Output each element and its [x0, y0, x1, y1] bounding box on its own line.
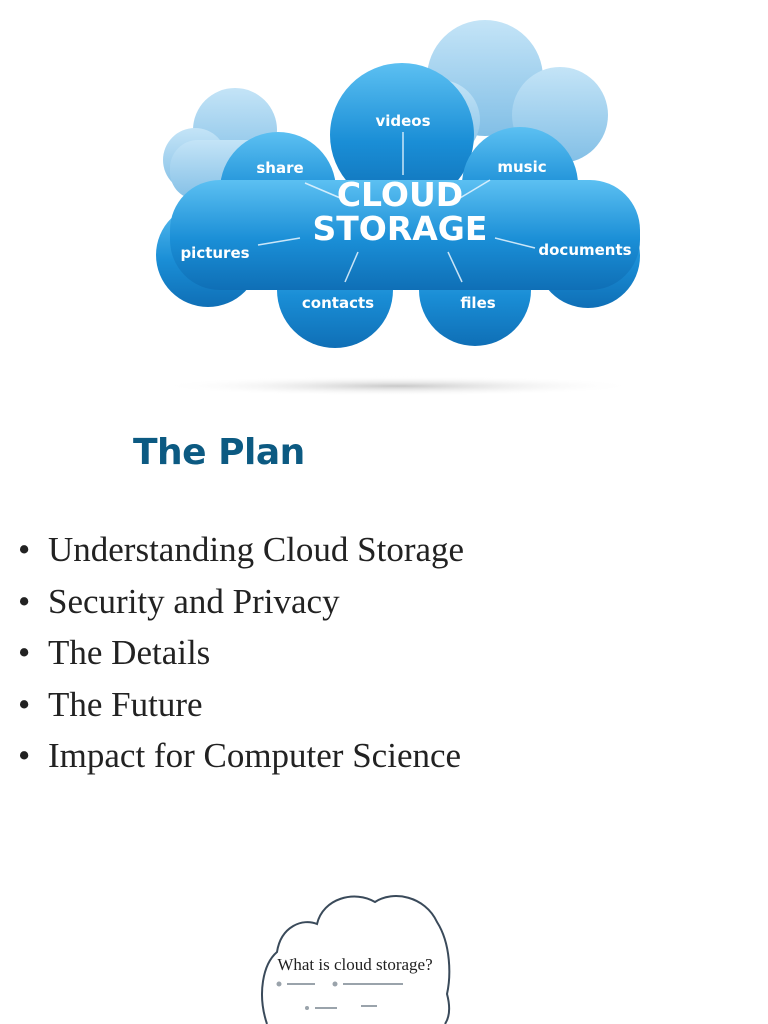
- connector-lines: [257, 132, 536, 283]
- plan-heading: The Plan: [133, 432, 305, 473]
- main-cloud: [156, 63, 640, 348]
- bullet-icon: •: [18, 530, 31, 569]
- cloud-shadow: [158, 376, 638, 396]
- plan-item: • Security and Privacy: [18, 576, 464, 628]
- cloud-label-documents: documents: [538, 241, 631, 259]
- cloud-label-files: files: [460, 294, 495, 312]
- cloud-storage-illustration: CLOUD STORAGE videos share music picture…: [140, 20, 660, 410]
- cloud-label-videos: videos: [375, 112, 430, 130]
- plan-item-text: The Details: [48, 633, 211, 673]
- bullet-icon: •: [18, 736, 31, 776]
- plan-item-text: Understanding Cloud Storage: [48, 530, 465, 569]
- plan-item: • Impact for Computer Science: [18, 730, 464, 782]
- plan-item-text: Impact for Computer Science: [48, 736, 462, 776]
- cloud-label-music: music: [497, 158, 546, 176]
- cloud-title-line1: CLOUD: [337, 175, 463, 214]
- cloud-label-contacts: contacts: [302, 294, 374, 312]
- plan-item-text: Security and Privacy: [48, 581, 340, 621]
- preview-title: What is cloud storage?: [277, 955, 432, 974]
- plan-item: • Understanding Cloud Storage: [18, 524, 464, 576]
- cloud-title-line2: STORAGE: [313, 209, 488, 248]
- plan-list: • Understanding Cloud Storage • Security a…: [18, 524, 464, 782]
- cloud-label-pictures: pictures: [180, 244, 249, 262]
- bullet-icon: •: [18, 633, 31, 673]
- preview-cloud-graphic: What is cloud storage?: [261, 895, 451, 1024]
- bullet-icon: •: [18, 684, 31, 724]
- plan-item-text: The Future: [48, 684, 203, 724]
- cloud-storage-graphic: CLOUD STORAGE videos share music picture…: [156, 20, 640, 396]
- plan-item: • The Details: [18, 627, 464, 679]
- preview-detail-marks: [276, 981, 403, 1010]
- bullet-icon: •: [18, 581, 31, 621]
- plan-item: • The Future: [18, 679, 464, 731]
- cloud-label-share: share: [256, 159, 303, 177]
- preview-cloud: What is cloud storage?: [255, 884, 455, 1024]
